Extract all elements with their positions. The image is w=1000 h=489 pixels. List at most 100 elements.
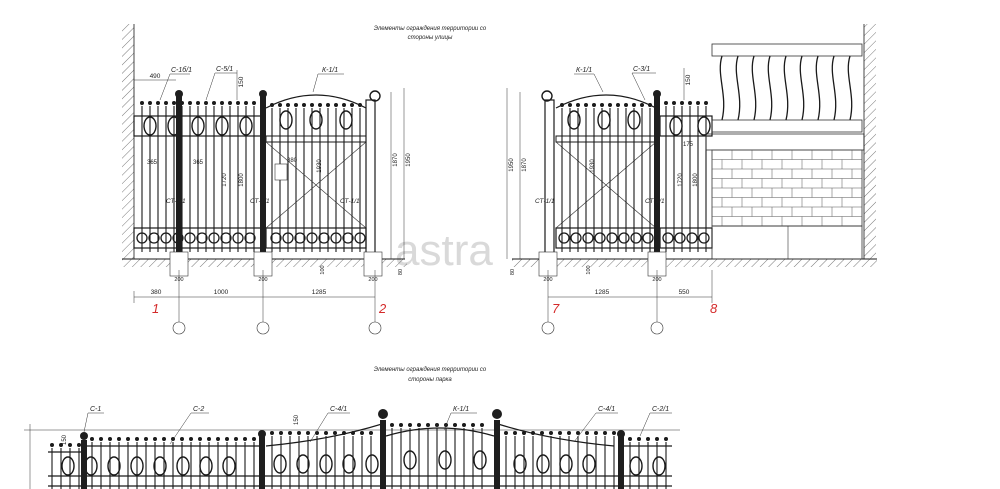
gate-oval — [309, 110, 323, 130]
gate-ring — [294, 232, 306, 244]
fence-ring — [698, 232, 710, 244]
fence-bar-finial — [90, 437, 94, 441]
right-dim-bottom-2: 550 — [679, 289, 690, 296]
right-dim-v-3: 1930 — [590, 159, 596, 173]
left-callout-1: С-1б/1 — [171, 66, 192, 74]
fence-bar-finial — [144, 437, 148, 441]
right-dim-small-4: 100 — [586, 265, 592, 274]
gate-bar-finial — [560, 103, 564, 107]
right-callout-1: К-1/1 — [576, 67, 592, 74]
gate-bar-finial — [294, 103, 298, 107]
fence-bar-finial — [225, 437, 229, 441]
fence-ring — [232, 232, 244, 244]
left-dim-inner-1: 365 — [147, 160, 158, 166]
fence-bar-finial — [549, 431, 553, 435]
balustrade — [719, 55, 853, 121]
gate-bar-finial — [453, 423, 457, 427]
left-post-label-3: СТ-1/1 — [340, 198, 360, 205]
gate-bar-finial — [608, 103, 612, 107]
plinth — [711, 225, 863, 260]
post-left-2 — [260, 96, 266, 254]
bottom-dim-1: 150 — [62, 434, 68, 445]
fence-bar-finial — [220, 101, 224, 105]
left-dim-v-3: 1930 — [317, 159, 323, 173]
fence-bar-finial — [236, 101, 240, 105]
fence-ring — [686, 232, 698, 244]
gate-bar-finial — [600, 103, 604, 107]
fence-bar-finial — [77, 443, 81, 447]
gate-bar-finial — [435, 423, 439, 427]
post-left-1 — [176, 96, 182, 254]
watermark: astra — [395, 226, 493, 275]
fence-oval — [296, 454, 310, 474]
fence-bar-finial — [576, 431, 580, 435]
right-callout-2: С-3/1 — [633, 66, 650, 73]
left-fence-rings — [136, 110, 366, 244]
fence-oval — [342, 454, 356, 474]
balustrade-cap — [711, 43, 863, 57]
right-post-label-2: СТ-1/1 — [645, 198, 665, 205]
fence-oval — [153, 456, 167, 476]
fence-bar-finial — [342, 431, 346, 435]
fence-bar-finial — [333, 431, 337, 435]
right-dim-small-3: 80 — [510, 269, 516, 275]
baluster — [719, 55, 725, 121]
right-axis-2: 8 — [710, 301, 718, 316]
fence-bar-finial — [351, 431, 355, 435]
bottom-fence-bars — [50, 423, 668, 489]
fence-bar-finial — [704, 101, 708, 105]
fence-oval — [143, 116, 157, 136]
cornice — [705, 133, 865, 151]
gate-bar-finial — [584, 103, 588, 107]
baluster — [847, 55, 853, 121]
right-dim-v-5: 1800 — [693, 173, 699, 187]
fence-bar-finial — [594, 431, 598, 435]
gate-bar-finial — [480, 423, 484, 427]
gate-bar-finial — [270, 103, 274, 107]
fence-ring — [244, 232, 256, 244]
fence-oval — [61, 456, 75, 476]
fence-bar-finial — [628, 437, 632, 441]
fence-oval — [222, 456, 236, 476]
fence-ring — [136, 232, 148, 244]
baluster — [799, 55, 805, 121]
fence-bar-finial — [558, 431, 562, 435]
fence-bar-finial — [567, 431, 571, 435]
gate-ring — [594, 232, 606, 244]
fence-ring — [160, 232, 172, 244]
fence-bar-finial — [216, 437, 220, 441]
left-dim-v-5: 1950 — [406, 153, 412, 167]
post-bottom-3 — [380, 420, 386, 489]
fence-oval — [629, 456, 643, 476]
right-dim-v-4: 1720 — [678, 173, 684, 187]
fence-bar-finial — [603, 431, 607, 435]
gate-ring — [630, 232, 642, 244]
fence-ring — [184, 232, 196, 244]
fence-oval — [130, 456, 144, 476]
fence-bar-finial — [664, 101, 668, 105]
brick-pattern — [711, 149, 862, 226]
fence-bar-finial — [504, 431, 508, 435]
bottom-callout-4: К-1/1 — [453, 406, 469, 413]
left-post-label-2: СТ-1/1 — [250, 198, 270, 205]
fence-bar-finial — [117, 437, 121, 441]
left-elevation: 490 150 С-1б/1 С-5/1 К-1/1 365 365 380 С… — [122, 24, 412, 335]
top-title-line-2: стороны улицы — [408, 35, 453, 41]
fence-bar-finial — [108, 437, 112, 441]
right-dim-top-1: 150 — [685, 74, 692, 85]
right-dim-inner-1: 175 — [683, 142, 694, 148]
left-dim-small-5: 100 — [320, 265, 326, 274]
gate-oval — [438, 450, 452, 470]
gate-bar-finial — [334, 103, 338, 107]
fence-bar-finial — [252, 101, 256, 105]
right-ground-hatch — [512, 259, 877, 267]
fence-bar-finial — [162, 437, 166, 441]
fence-oval — [365, 454, 379, 474]
left-dim-v-1: 1720 — [222, 173, 228, 187]
gate-ring — [270, 232, 282, 244]
fence-bar-finial — [189, 437, 193, 441]
left-dim-bottom-1: 380 — [151, 289, 162, 296]
post-bottom-2 — [259, 436, 265, 489]
fence-bar-finial — [637, 437, 641, 441]
